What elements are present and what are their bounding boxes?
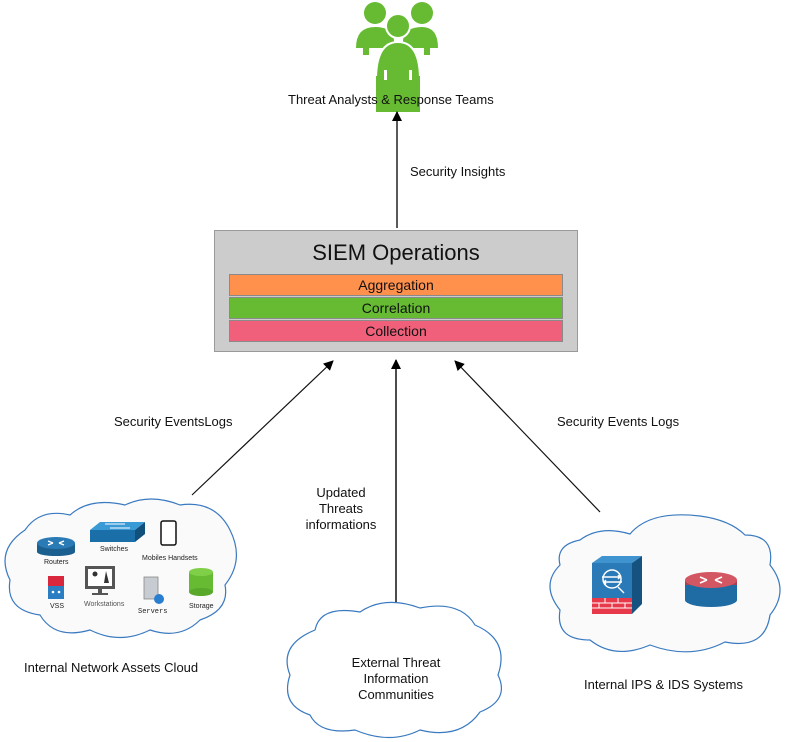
cloud-label-ips-ids: Internal IPS & IDS Systems [584,677,743,692]
mobile-handset-icon [160,520,177,546]
edge-label-right: Security Events Logs [557,414,680,429]
ips-firewall-icon [592,556,642,614]
asset-label-workstations: Workstations [84,601,125,608]
switch-icon [90,522,145,542]
router-icon [37,537,75,556]
siem-operations-box: SIEM Operations Aggregation Correlation … [214,230,578,352]
edge-label-insights: Security Insights [410,164,506,179]
cloud-label-external: External Threat Information Communities [336,655,456,703]
asset-label-storage: Storage [189,603,214,610]
layer-collection: Collection [229,320,563,342]
cloud-external-communities [286,601,502,739]
storage-icon [189,568,213,596]
server-icon [143,576,164,604]
edge-label-middle-line1: Updated [316,485,366,500]
cloud-ips-ids [549,514,781,653]
asset-label-mobiles: Mobiles Handsets [142,555,198,562]
cloud-internal-network [4,498,237,639]
edge-label-middle-line2: Threats [318,501,364,516]
asset-label-switches: Switches [100,546,129,553]
edge-label-middle-line3: informations [305,517,377,532]
layer-aggregation: Aggregation [229,274,563,296]
workstation-icon [85,566,115,595]
asset-label-routers: Routers [44,559,69,566]
asset-label-servers: Servers [138,608,168,616]
cloud-label-external-line1: External Threat [351,655,441,670]
edge-label-middle: Updated Threats informations [300,485,382,533]
edge-label-left: Security EventsLogs [114,414,233,429]
asset-label-vss: VSS [50,603,65,610]
siem-title: SIEM Operations [312,240,480,265]
arrow-right-events [454,360,601,513]
arrow-left-events [191,360,334,496]
router-red-icon [685,572,737,607]
cloud-label-external-line2: Information [363,671,429,686]
cloud-label-internal-network: Internal Network Assets Cloud [24,660,199,675]
team-users-icon [356,2,438,112]
layer-correlation: Correlation [229,297,563,319]
vss-icon [48,576,64,599]
team-label: Threat Analysts & Response Teams [288,92,494,107]
cloud-label-external-line3: Communities [358,687,434,702]
